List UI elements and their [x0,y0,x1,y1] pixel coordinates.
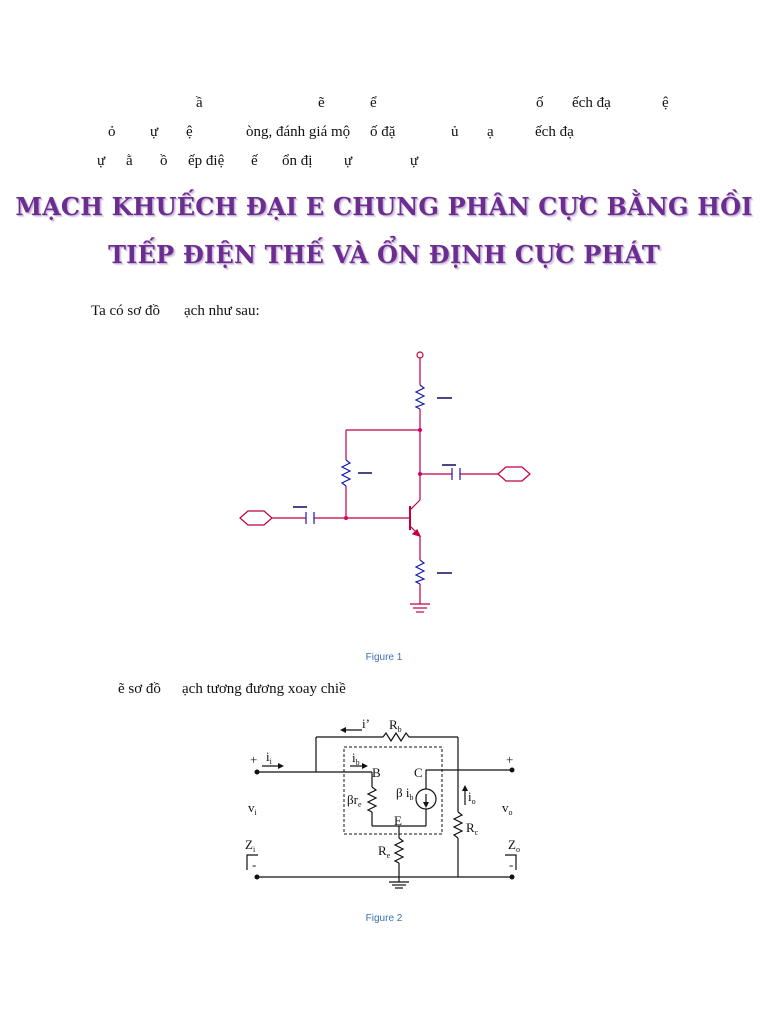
junction-node [418,472,422,476]
label-vi: vi [248,800,258,817]
rc-resistor [452,811,464,839]
section-title-line-1: MẠCH KHUẾCH ĐẠI E CHUNG PHÂN CỰC BẰNG HỒ… [15,192,753,221]
npn-transistor [409,499,422,537]
text-fragment: ự [410,153,419,169]
text-fragment: ố đặ [370,124,396,140]
label-ii: ii [266,749,273,766]
text-fragment: ếch đạ [535,124,574,140]
junction-node [344,516,348,520]
label-base: B [372,765,381,780]
zi-marker [246,854,258,870]
re-resistor [393,837,405,864]
text-fragment: ổn đị [282,153,313,169]
text-fragment: ế [251,153,258,169]
terminal-node [509,874,515,880]
label-beta-re: βre [347,792,362,809]
junction-node [418,428,422,432]
text-fragment: ủ [451,124,459,140]
label-re: Re [378,843,391,860]
terminal-node [509,767,515,773]
figure-2-caption: Figure 2 [365,913,403,924]
text-fragment: ệ [662,95,669,111]
label-beta-ib: β ib [396,785,413,802]
text-fragment: ể [370,95,377,111]
emitter-resistor [414,559,426,585]
feedback-resistor [340,459,352,487]
text-fragment: ỏ [108,124,116,140]
label-i-prime: i’ [362,716,370,731]
text-fragment: ạ [487,124,494,140]
text-fragment: ự [344,153,353,169]
label-collector: C [414,765,423,780]
terminal-node [254,769,260,775]
label-vo: vo [502,800,513,817]
text-fragment: ự [97,153,106,169]
text-fragment: ầ [196,95,203,111]
label-plus-out: + [506,752,513,767]
label-minus-in: - [252,857,256,872]
text-fragment: ồ [160,153,168,169]
rb-resistor [382,731,410,743]
text-fragment: ếch đạ [572,95,611,111]
section-title-line-2: TIẾP ĐIỆN THẾ VÀ ỔN ĐỊNH CỰC PHÁT [108,240,660,269]
label-rc: Rc [466,820,479,837]
beta-re-resistor [366,786,378,813]
text-fragment: ệ [186,124,193,140]
collector-resistor [414,384,426,410]
input-terminal [239,510,273,526]
figure-1-caption: Figure 1 [365,652,403,663]
text-fragment: ếp điệ [188,153,225,169]
transistor-model-box [343,746,443,835]
zo-marker [505,854,517,870]
intro2-text-a: ẽ sơ đồ [118,681,161,697]
label-minus-out: - [509,857,513,872]
text-fragment: ố [536,95,544,111]
text-fragment: ằ [126,153,133,169]
label-zi: Zi [245,837,256,854]
label-io: io [468,789,476,806]
text-fragment: ẽ [318,95,325,111]
label-ib: ib [352,750,360,767]
label-plus-in: + [250,752,257,767]
text-fragment: ự [150,124,159,140]
text-fragment: òng, đánh giá mộ [246,124,351,140]
label-zo: Zo [508,837,520,854]
intro2-text-b: ạch tương đương xoay chiề [182,681,346,697]
label-rb: Rb [389,717,402,734]
intro-text-b: ạch như sau: [184,303,260,319]
output-terminal [497,466,531,482]
terminal-node [254,874,260,880]
intro-text-a: Ta có sơ đồ [91,303,160,319]
label-emitter: E [394,813,402,828]
